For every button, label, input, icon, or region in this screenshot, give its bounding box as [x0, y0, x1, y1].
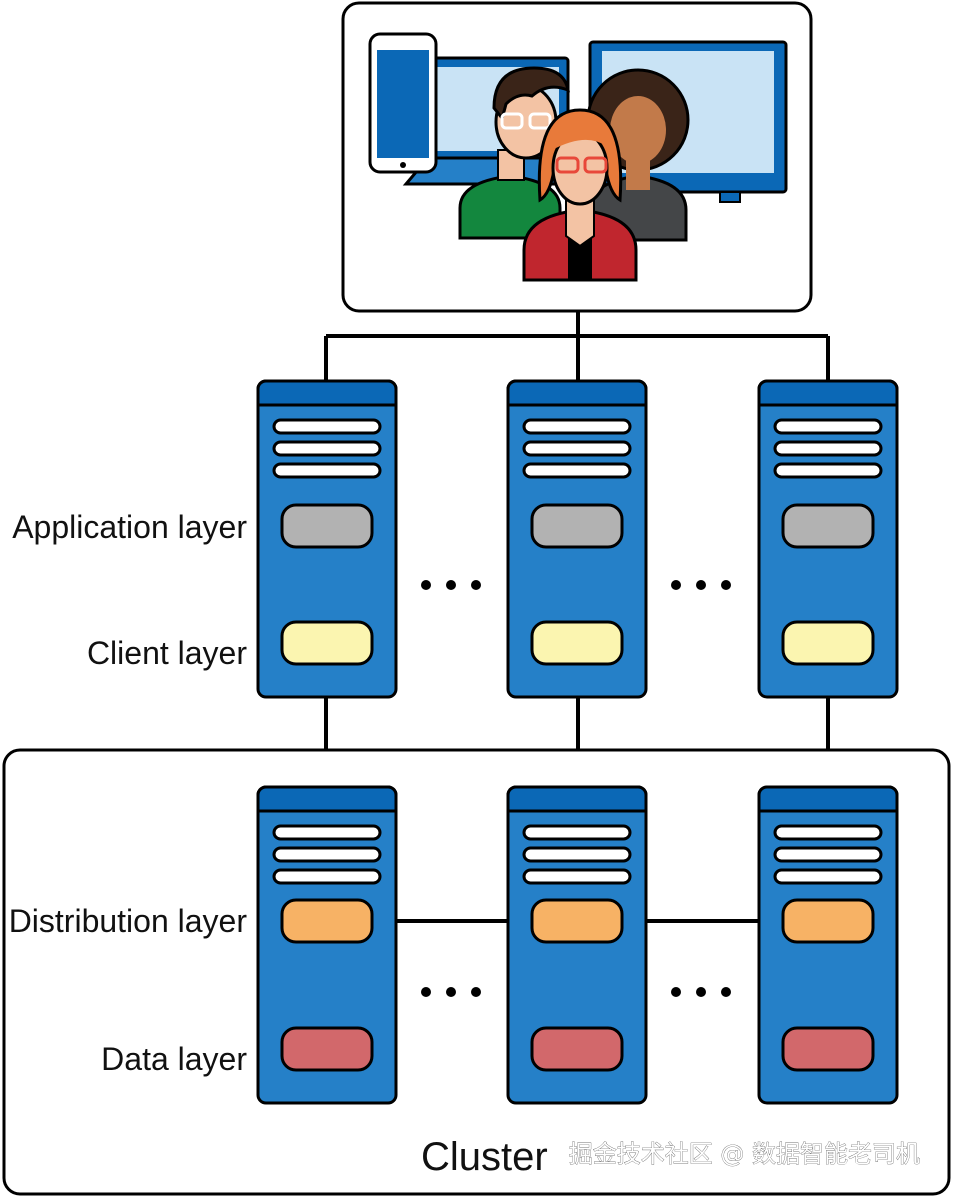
- client-slot: [280, 620, 374, 666]
- data-layer-label: Data layer: [101, 1041, 247, 1077]
- application-slot: [530, 503, 624, 549]
- application-layer-label: Application layer: [12, 509, 247, 545]
- server-upper-3: [757, 379, 899, 699]
- distribution-slot: [781, 898, 875, 944]
- cluster-box: [2, 748, 951, 1196]
- server-lower-1: [256, 785, 398, 1105]
- distribution-slot: [280, 898, 374, 944]
- server-lower-3: [757, 785, 899, 1105]
- application-slot: [781, 503, 875, 549]
- server-lower-2: [506, 785, 648, 1105]
- user-connectors: [324, 311, 830, 382]
- client-layer-label: Client layer: [87, 635, 247, 671]
- distribution-slot: [530, 898, 624, 944]
- server-upper-2: [506, 379, 648, 699]
- client-slot: [530, 620, 624, 666]
- data-slot: [280, 1026, 374, 1072]
- server-upper-1: [256, 379, 398, 699]
- cluster-connectors: [324, 696, 830, 750]
- ellipsis-icon: [421, 580, 731, 997]
- application-slot: [280, 503, 374, 549]
- users-with-devices-icon: [368, 32, 788, 282]
- cluster-label: Cluster: [421, 1135, 548, 1179]
- data-slot: [781, 1026, 875, 1072]
- watermark: 掘金技术社区 @ 数据智能老司机: [569, 1140, 920, 1168]
- data-slot: [530, 1026, 624, 1072]
- client-slot: [781, 620, 875, 666]
- distribution-layer-label: Distribution layer: [9, 903, 248, 939]
